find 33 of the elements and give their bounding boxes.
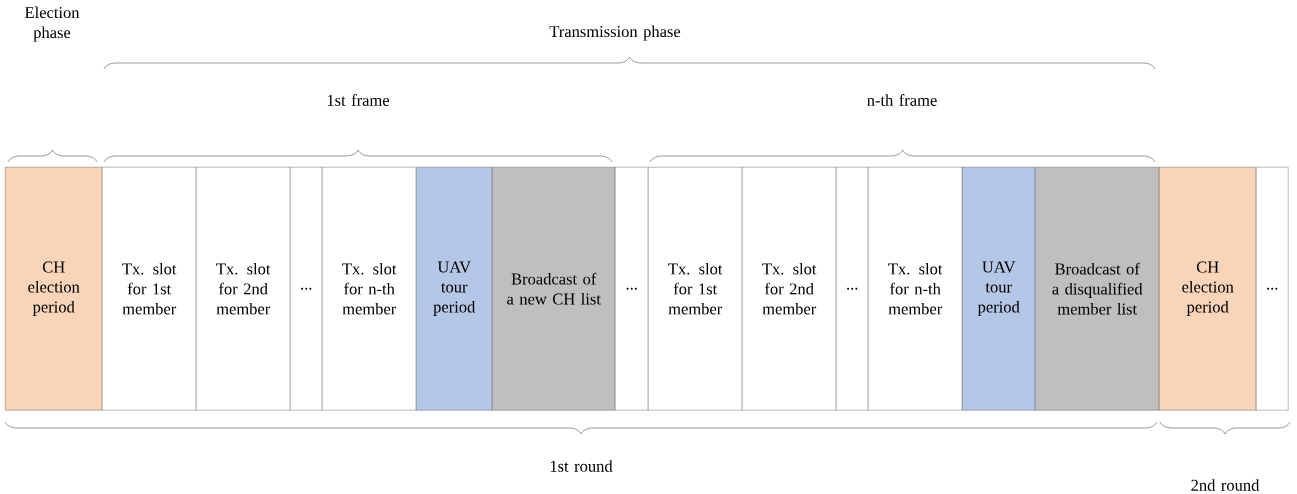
slot-label: CH election period (1182, 261, 1234, 316)
phase-label: n-th frame (867, 94, 937, 106)
time-slot-box (1256, 167, 1289, 411)
slot-label: Tx. slot for 1st member (122, 262, 177, 315)
slot-label: CH election period (28, 261, 80, 316)
slot-label: UAV tour period (433, 261, 476, 316)
time-slot-box (836, 167, 869, 411)
time-slot-box (1159, 167, 1257, 411)
time-slot-box (615, 167, 649, 411)
slot-label: ... (1267, 287, 1278, 290)
phase-label: 2nd round (1191, 479, 1260, 491)
slot-label: UAV tour period (977, 261, 1020, 316)
slot-label: Tx. slot for 2nd member (762, 262, 817, 315)
phase-label: 1st round (550, 460, 613, 472)
slot-label: Tx. slot for n-th member (888, 262, 943, 315)
phase-label: Transmission phase (549, 25, 681, 41)
time-slot-box (962, 167, 1036, 411)
time-slot-box (5, 167, 103, 411)
time-slot-box (102, 167, 197, 411)
slot-label: Broadcast of a disqualified member list (1052, 262, 1143, 315)
phase-label: 1st frame (327, 94, 390, 106)
slot-label: Broadcast of a new CH list (507, 272, 601, 305)
time-slot-box (1035, 167, 1160, 411)
slot-label: ... (847, 287, 858, 290)
time-slot-box (492, 167, 616, 411)
slot-label: Tx. slot for n-th member (342, 262, 397, 315)
time-slot-box (416, 167, 493, 411)
phase-label: Election phase (25, 6, 80, 42)
slot-label: Tx. slot for 1st member (668, 262, 723, 315)
time-slot-box (290, 167, 323, 411)
slot-label: Tx. slot for 2nd member (216, 262, 271, 315)
slot-label: ... (626, 287, 637, 290)
slot-label: ... (301, 287, 312, 290)
